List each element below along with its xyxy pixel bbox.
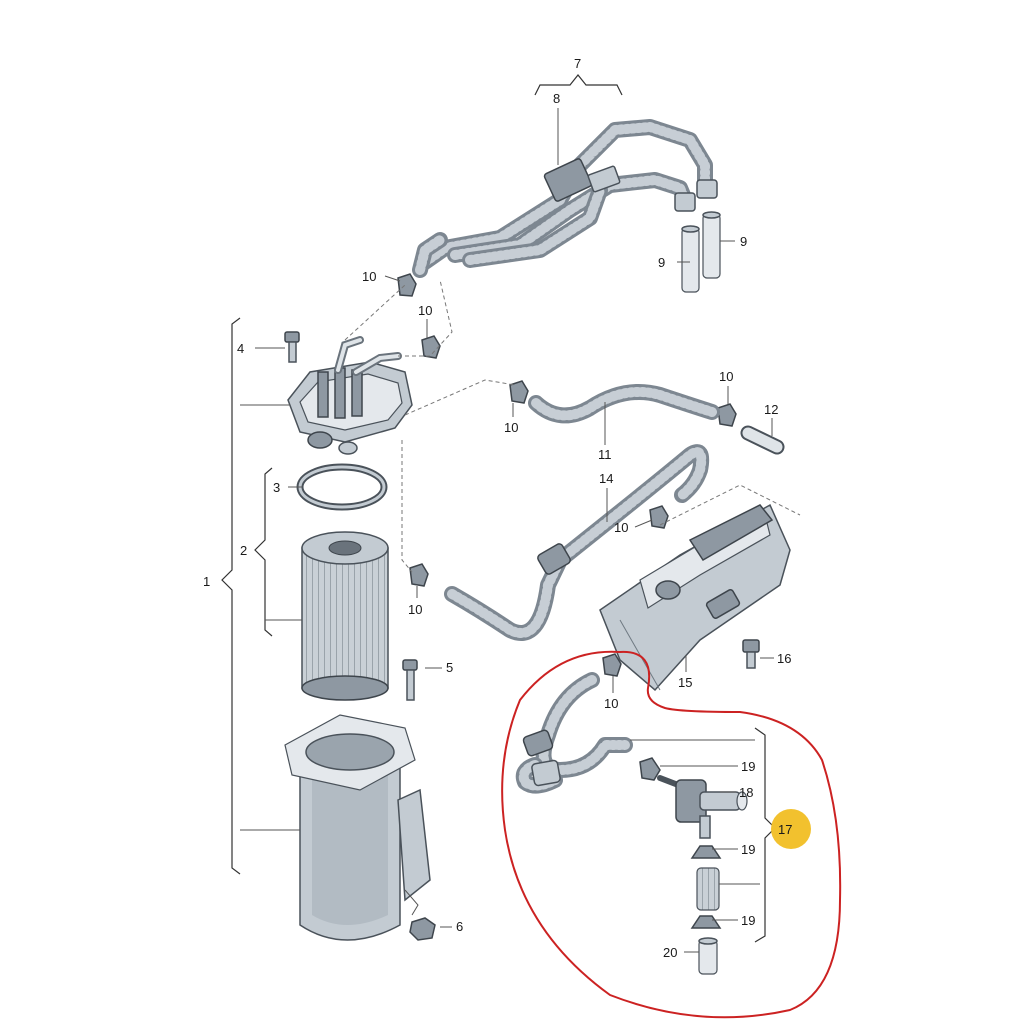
highlight-outline xyxy=(501,650,842,1019)
fuel-hose-14[interactable] xyxy=(444,444,710,641)
hose-piece-17[interactable] xyxy=(696,867,720,911)
leader-lines xyxy=(240,108,774,953)
clip-19-lower[interactable] xyxy=(690,915,722,929)
bolt-4[interactable] xyxy=(284,331,300,363)
filter-cover[interactable] xyxy=(287,336,413,455)
label-11[interactable]: 11 xyxy=(598,447,612,462)
part-17-badge[interactable] xyxy=(771,809,811,849)
label-10-d[interactable]: 10 xyxy=(719,369,733,384)
bracket-1 xyxy=(221,317,241,875)
part-labels: 1 2 3 4 5 6 7 8 9 9 10 10 10 10 10 10 10… xyxy=(203,56,792,960)
screw-5[interactable] xyxy=(402,659,418,701)
label-16[interactable]: 16 xyxy=(777,651,791,666)
label-17[interactable]: 17 xyxy=(778,822,792,837)
mounting-bracket-15[interactable] xyxy=(599,503,791,692)
label-8[interactable]: 8 xyxy=(553,91,560,106)
label-7[interactable]: 7 xyxy=(574,56,581,71)
label-20[interactable]: 20 xyxy=(663,945,677,960)
label-9-left[interactable]: 9 xyxy=(658,255,665,270)
fuel-hose-11[interactable] xyxy=(528,384,720,424)
label-9-right[interactable]: 9 xyxy=(740,234,747,249)
filter-housing[interactable] xyxy=(284,714,431,941)
label-10-e[interactable]: 10 xyxy=(614,520,628,535)
fitting-18[interactable] xyxy=(657,775,748,839)
bolt-16[interactable] xyxy=(742,639,760,669)
label-10-a[interactable]: 10 xyxy=(362,269,376,284)
filter-element[interactable] xyxy=(301,531,389,701)
label-10-b[interactable]: 10 xyxy=(418,303,432,318)
upper-fuel-hose-group[interactable] xyxy=(412,119,718,278)
bracket-7 xyxy=(534,74,623,96)
label-3[interactable]: 3 xyxy=(273,480,280,495)
bracket-2 xyxy=(254,467,273,637)
pipe-9-right[interactable] xyxy=(702,211,721,279)
label-19-a[interactable]: 19 xyxy=(741,759,755,774)
clip-19-middle[interactable] xyxy=(690,845,722,859)
label-1[interactable]: 1 xyxy=(203,574,210,589)
label-14[interactable]: 14 xyxy=(599,471,613,486)
fuel-hose-17-assembly[interactable] xyxy=(515,672,633,794)
hose-clamps[interactable] xyxy=(397,273,737,677)
label-5[interactable]: 5 xyxy=(446,660,453,675)
label-12[interactable]: 12 xyxy=(764,402,778,417)
connection-lines xyxy=(344,279,801,573)
label-10-f[interactable]: 10 xyxy=(408,602,422,617)
label-18[interactable]: 18 xyxy=(739,785,753,800)
label-19-c[interactable]: 19 xyxy=(741,913,755,928)
label-10-g[interactable]: 10 xyxy=(604,696,618,711)
label-10-c[interactable]: 10 xyxy=(504,420,518,435)
pipe-9-left[interactable] xyxy=(681,225,700,293)
o-ring-seal[interactable] xyxy=(296,463,388,511)
label-6[interactable]: 6 xyxy=(456,919,463,934)
label-4[interactable]: 4 xyxy=(237,341,244,356)
label-2[interactable]: 2 xyxy=(240,543,247,558)
label-19-b[interactable]: 19 xyxy=(741,842,755,857)
label-15[interactable]: 15 xyxy=(678,675,692,690)
pipe-12[interactable] xyxy=(740,425,785,455)
pipe-20[interactable] xyxy=(698,937,718,975)
nut-6[interactable] xyxy=(409,917,436,941)
clip-19-upper[interactable] xyxy=(639,757,661,781)
